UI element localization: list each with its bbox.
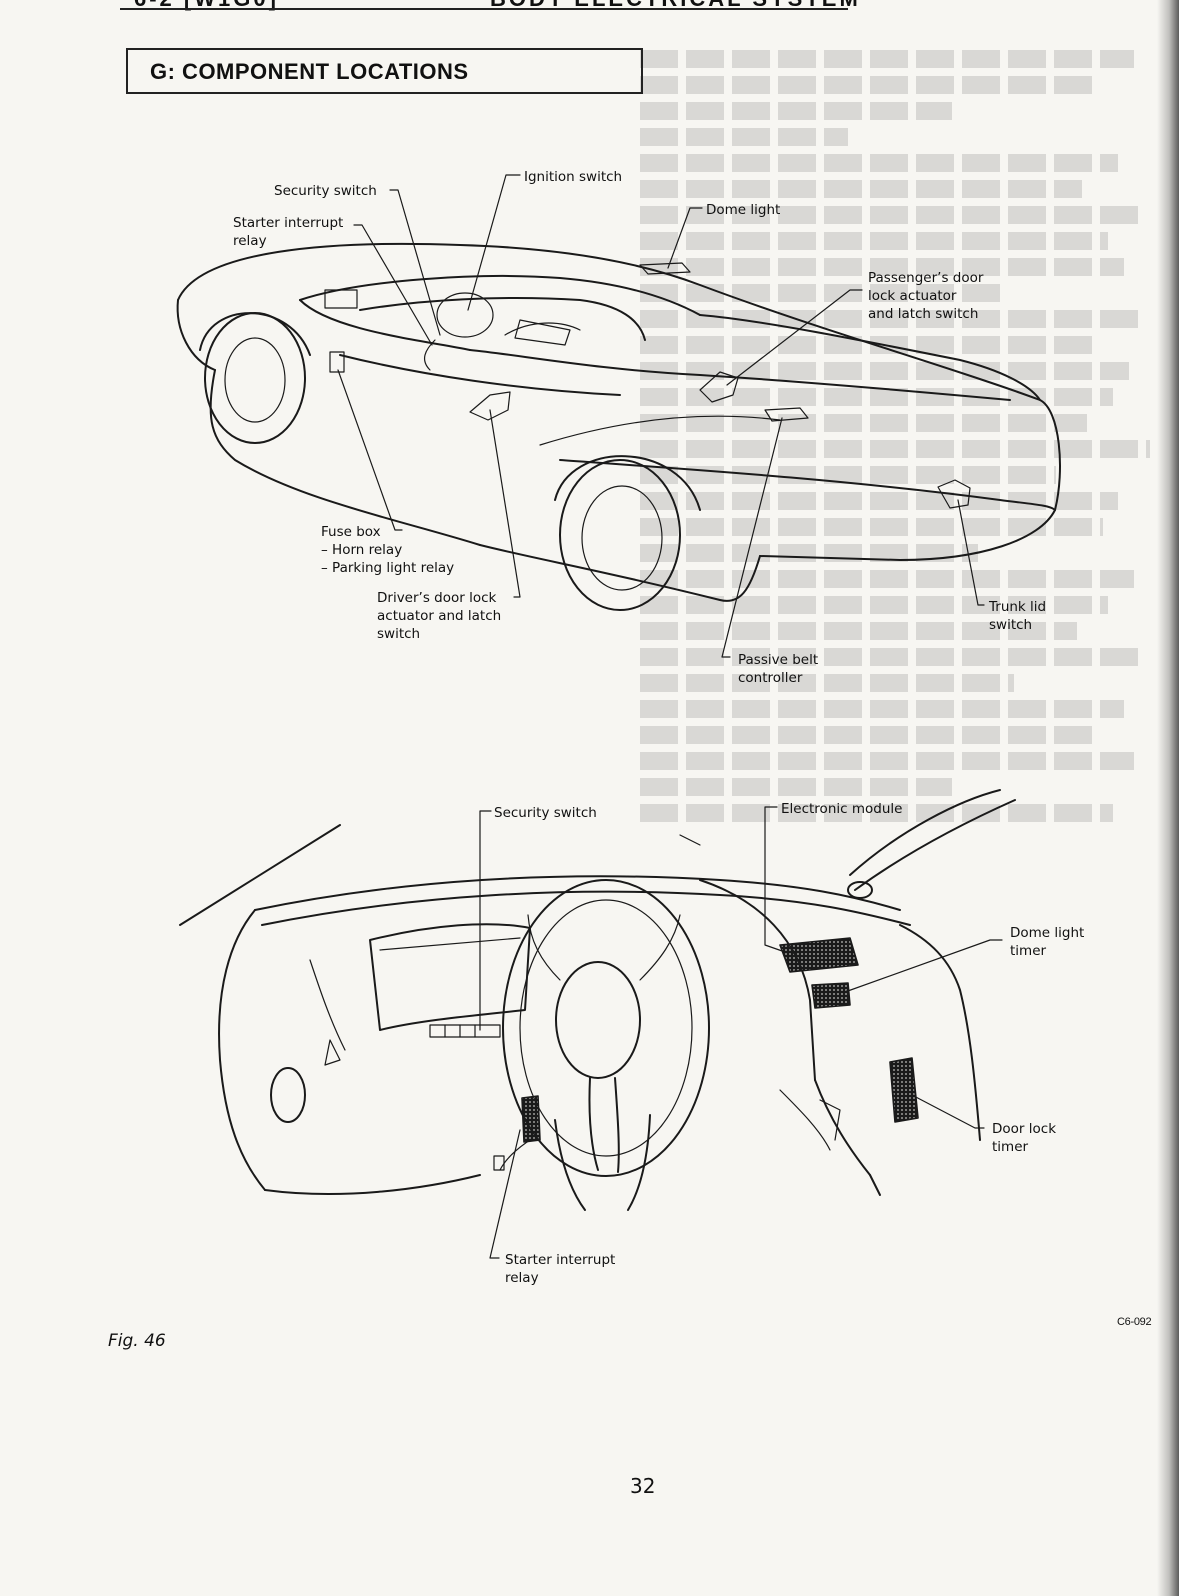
figure-code: C6-092 bbox=[1117, 1316, 1152, 1328]
header-rule bbox=[120, 8, 848, 10]
upper-leader-lines bbox=[337, 174, 985, 658]
label-passive-belt-controller: Passive belt controller bbox=[738, 652, 819, 686]
running-head-code: 6-2 [W1G0] bbox=[134, 0, 279, 12]
figure-caption: Fig. 46 bbox=[108, 1331, 166, 1351]
label-fuse-box: Fuse box – Horn relay – Parking light re… bbox=[321, 524, 455, 576]
running-head: 6-2 [W1G0] BODY ELECTRICAL SYSTEM bbox=[120, 0, 861, 12]
label-starter-interrupt-relay-upper: Starter interrupt relay bbox=[233, 215, 344, 249]
label-ignition-switch: Ignition switch bbox=[524, 169, 623, 185]
lower-leader-lines bbox=[479, 806, 1003, 1259]
label-drivers-door-lock: Driver’s door lock actuator and latch sw… bbox=[377, 590, 502, 642]
car-illustration bbox=[176, 242, 1061, 611]
section-title: G: COMPONENT LOCATIONS bbox=[150, 59, 469, 84]
label-dome-light-timer: Dome light timer bbox=[1010, 925, 1085, 959]
label-passengers-door-lock: Passenger’s door lock actuator and latch… bbox=[868, 270, 984, 322]
label-electronic-module: Electronic module bbox=[781, 801, 903, 817]
page-edge-shadow bbox=[1157, 0, 1179, 1596]
label-security-switch-upper: Security switch bbox=[274, 183, 377, 199]
label-trunk-lid-switch: Trunk lid switch bbox=[989, 599, 1047, 633]
dashboard-illustration bbox=[179, 789, 1016, 1211]
label-starter-interrupt-relay-lower: Starter interrupt relay bbox=[505, 1252, 616, 1286]
section-title-box: G: COMPONENT LOCATIONS bbox=[126, 48, 643, 94]
label-door-lock-timer: Door lock timer bbox=[992, 1121, 1057, 1155]
page-number: 32 bbox=[630, 1474, 656, 1498]
running-head-title: BODY ELECTRICAL SYSTEM bbox=[490, 0, 861, 12]
label-security-switch-lower: Security switch bbox=[494, 805, 597, 821]
label-dome-light: Dome light bbox=[706, 202, 781, 218]
